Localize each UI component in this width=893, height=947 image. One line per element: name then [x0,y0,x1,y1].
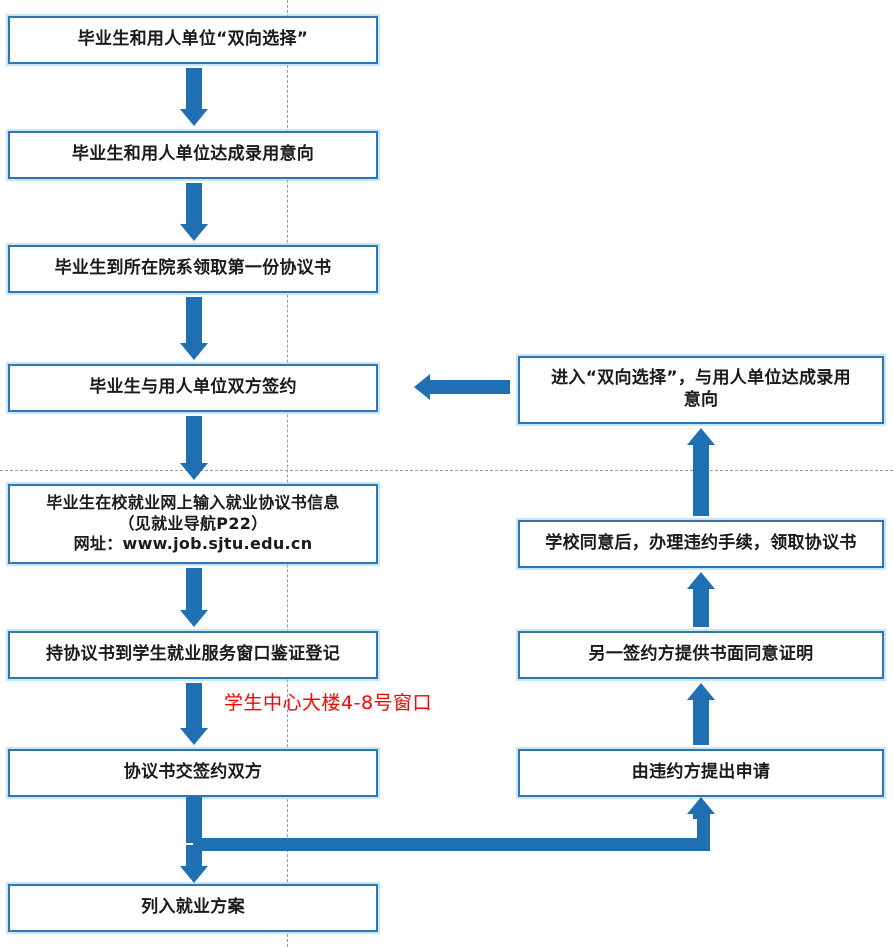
node-line: 毕业生和用人单位达成录用意向 [71,144,315,165]
node-mutual-selection[interactable]: 毕业生和用人单位“双向选择” [8,16,378,64]
node-line: （见就业导航P22） [118,513,268,533]
node-include-in-plan[interactable]: 列入就业方案 [8,884,378,932]
node-sign-contract[interactable]: 毕业生与用人单位双方签约 [8,364,378,412]
arrow-up-icon [685,797,717,819]
node-breaching-party-application[interactable]: 由违约方提出申请 [518,749,884,797]
node-line: 学校同意后，办理违约手续，领取协议书 [545,533,857,554]
node-reach-intent[interactable]: 毕业生和用人单位达成录用意向 [8,131,378,179]
node-line: 毕业生和用人单位“双向选择” [77,29,309,50]
node-written-consent[interactable]: 另一签约方提供书面同意证明 [518,631,884,679]
arrow-down-icon [178,683,210,745]
arrow-left-icon [414,372,510,402]
node-line: 列入就业方案 [141,897,245,918]
arrow-down-icon [178,845,210,883]
node-line: 网址：www.job.sjtu.edu.cn [73,534,313,554]
arrow-up-icon [685,428,717,516]
node-line: 毕业生到所在院系领取第一份协议书 [54,258,332,279]
node-window-verification[interactable]: 持协议书到学生就业服务窗口鉴证登记 [8,631,378,679]
arrow-down-icon [178,568,210,627]
node-line: 毕业生在校就业网上输入就业协议书信息 [46,493,340,513]
node-line: 毕业生与用人单位双方签约 [89,377,297,398]
node-re-enter-mutual-selection[interactable]: 进入“双向选择”，与用人单位达成录用 意向 [518,356,884,424]
node-line: 持协议书到学生就业服务窗口鉴证登记 [45,644,341,665]
arrow-down-icon [178,68,210,126]
node-school-approval[interactable]: 学校同意后，办理违约手续，领取协议书 [518,520,884,568]
node-deliver-to-parties[interactable]: 协议书交签约双方 [8,749,378,797]
annotation-service-window: 学生中心大楼4-8号窗口 [224,692,433,714]
arrow-up-icon [685,683,717,745]
arrow-down-icon [178,416,210,480]
arrow-down-icon [178,183,210,241]
node-collect-first-agreement[interactable]: 毕业生到所在院系领取第一份协议书 [8,245,378,293]
elbow-left-stub [186,797,202,843]
node-line: 另一签约方提供书面同意证明 [588,644,814,665]
arrow-down-icon [178,297,210,360]
elbow-horizontal-bar [193,838,710,851]
horizontal-dashed-guide [0,470,893,471]
node-line: 由违约方提出申请 [631,762,771,783]
node-line: 意向 [683,390,719,410]
node-line: 协议书交签约双方 [123,762,263,783]
node-line: 进入“双向选择”，与用人单位达成录用 [551,368,851,389]
node-online-entry[interactable]: 毕业生在校就业网上输入就业协议书信息 （见就业导航P22） 网址：www.job… [8,484,378,564]
arrow-up-icon [685,572,717,627]
vertical-dashed-guide [287,0,288,947]
